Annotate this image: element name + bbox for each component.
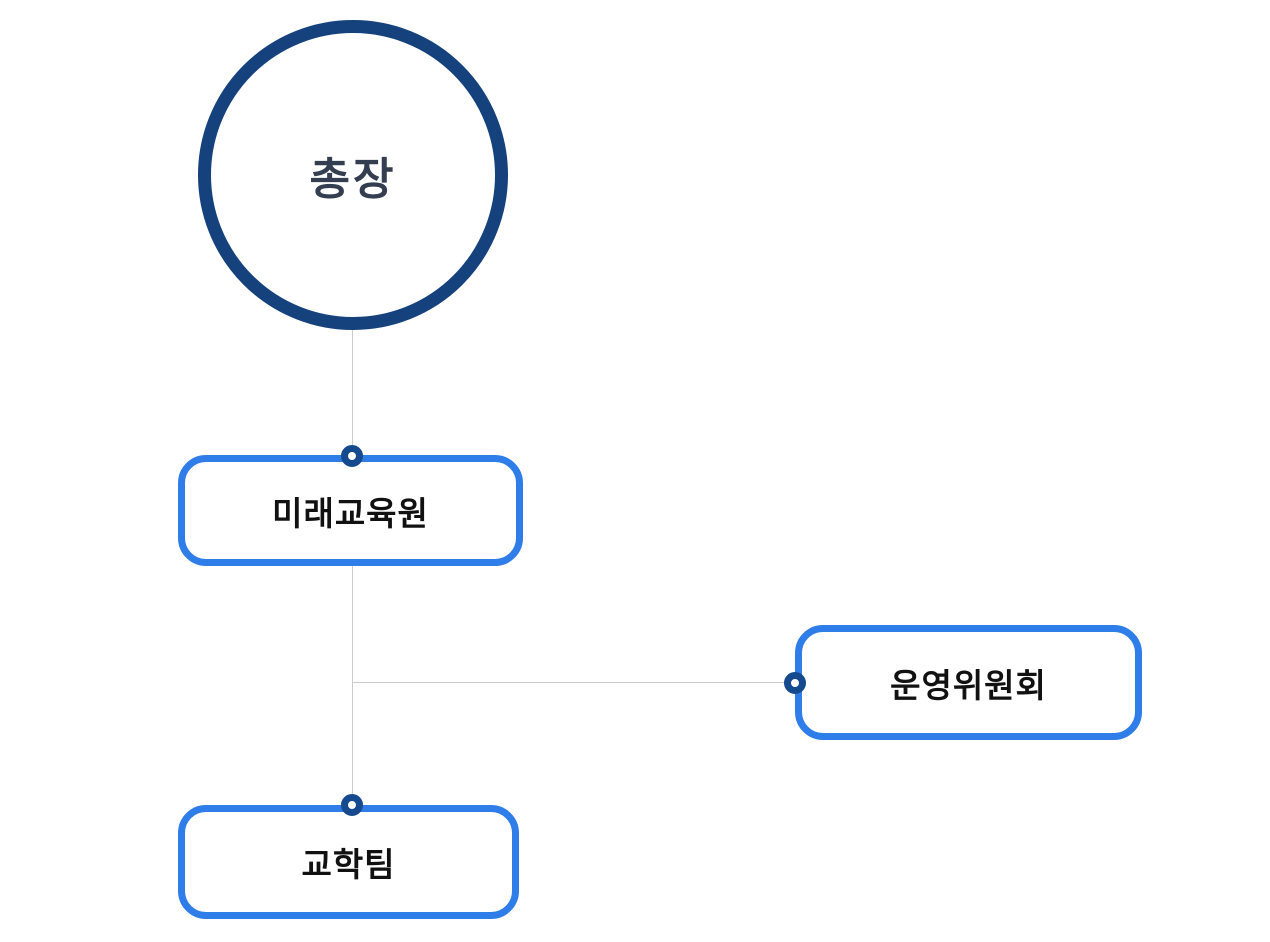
- endpoint-dot-future-education-institute[interactable]: [341, 445, 363, 467]
- endpoint-dot-academic-affairs-team[interactable]: [341, 794, 363, 816]
- node-future-education-institute[interactable]: 미래교육원: [178, 455, 523, 566]
- node-steering-committee-label: 운영위원회: [890, 666, 1047, 704]
- node-chancellor-label: 총장: [309, 155, 397, 204]
- node-academic-affairs-team[interactable]: 교학팀: [178, 805, 519, 919]
- connector-line-vertical: [352, 330, 353, 806]
- node-steering-committee[interactable]: 운영위원회: [795, 625, 1142, 740]
- node-chancellor[interactable]: 총장: [198, 20, 508, 330]
- node-academic-affairs-team-label: 교학팀: [301, 846, 396, 883]
- node-future-education-institute-label: 미래교육원: [272, 494, 429, 532]
- endpoint-dot-steering-committee[interactable]: [784, 672, 806, 694]
- connector-line-horizontal: [352, 682, 795, 683]
